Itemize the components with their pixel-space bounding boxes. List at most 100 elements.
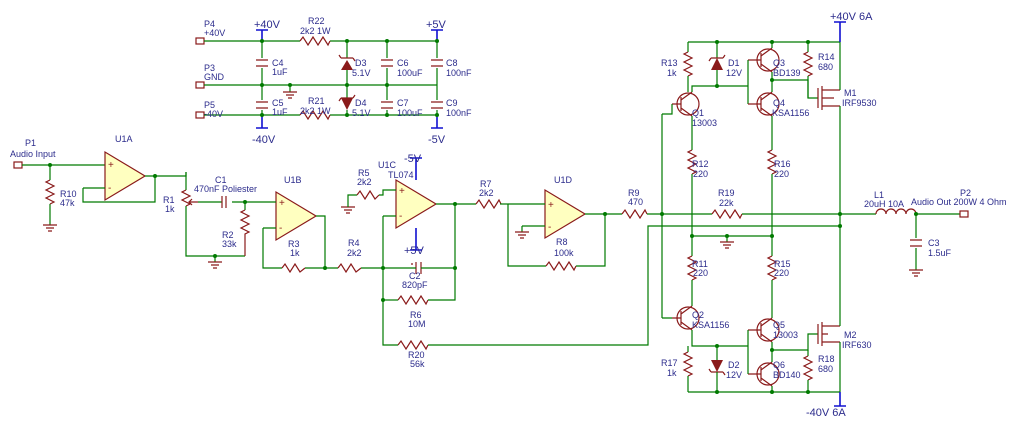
label-r5: R5 [358, 168, 370, 178]
u1a-plus: + [108, 160, 114, 171]
label-r14: R14 [818, 52, 835, 62]
label-p3: P3 [204, 63, 215, 73]
connector-p1 [13, 161, 23, 169]
value-p1: Audio Input [10, 149, 56, 159]
label-r17: R17 [661, 358, 678, 368]
value-r3: 1k [290, 248, 300, 258]
label-r19: R19 [718, 188, 735, 198]
value-r8: 100k [554, 248, 574, 258]
u1a-minus: - [108, 183, 111, 194]
label-plus40v: +40V [254, 19, 281, 31]
label-r2: R2 [222, 230, 234, 240]
u1d-stage [507, 114, 876, 318]
value-p2: Audio Out 200W 4 Ohm [911, 197, 1007, 207]
label-c5: C5 [272, 98, 284, 108]
label-plus40v-6a: +40V 6A [830, 11, 873, 23]
label-d3: D3 [355, 58, 367, 68]
value-q1: 13003 [692, 118, 717, 128]
value-d3: 5.1V [352, 68, 371, 78]
value-q6: BD140 [773, 370, 801, 380]
value-r11: 220 [693, 268, 708, 278]
value-p4: +40V [204, 28, 225, 38]
value-r12: 220 [693, 169, 708, 179]
label-r22: R22 [308, 16, 325, 26]
label-q2: Q2 [692, 310, 704, 320]
label-c7: C7 [397, 98, 409, 108]
label-c4: C4 [272, 58, 284, 68]
connector-p2 [959, 210, 969, 218]
value-c1: 470nF Poliester [194, 184, 257, 194]
label-r13: R13 [661, 58, 678, 68]
label-c8: C8 [446, 58, 458, 68]
value-r9: 470 [628, 197, 643, 207]
value-q5: 13003 [773, 330, 798, 340]
label-c2: C2 [409, 271, 421, 281]
label-r20: R20 [408, 350, 425, 360]
value-r19: 22k [719, 198, 734, 208]
label-u1b: U1B [284, 175, 302, 185]
value-c4: 1uF [272, 67, 288, 77]
connector-p4 [195, 37, 205, 45]
label-r11: R11 [692, 259, 708, 269]
label-r16: R16 [774, 159, 791, 169]
value-m2: IRF630 [842, 340, 872, 350]
value-d4: 5.1V [352, 108, 371, 118]
value-c7: 100uF [397, 108, 423, 118]
value-r17: 1k [667, 368, 677, 378]
value-q2: KSA1156 [692, 320, 729, 330]
label-r12: R12 [692, 159, 709, 169]
value-d1: 12V [726, 68, 742, 78]
label-c3: C3 [928, 238, 940, 248]
label-r9: R9 [628, 188, 640, 198]
value-r6: 10M [408, 319, 426, 329]
value-c2: 820pF [402, 280, 428, 290]
value-c9: 100nF [446, 108, 472, 118]
value-p5: -40V [204, 109, 223, 119]
label-p2: P2 [960, 188, 971, 198]
u1d-plus: + [548, 200, 554, 211]
value-r15: 220 [774, 268, 789, 278]
opamp-u1a [104, 150, 147, 202]
label-l1: L1 [874, 190, 884, 200]
connector-p5 [195, 111, 205, 119]
label-d4: D4 [355, 98, 367, 108]
label-c9: C9 [446, 98, 458, 108]
label-u1c: U1C [378, 160, 397, 170]
value-r10: 47k [60, 198, 75, 208]
value-m1: IRF9530 [842, 98, 877, 108]
value-l1: 20uH 10A [864, 199, 904, 209]
value-r7: 2k2 [479, 188, 494, 198]
label-r4: R4 [348, 238, 360, 248]
opamp-u1c [395, 178, 438, 230]
u1b-minus: - [279, 223, 282, 234]
opamp-u1d [544, 188, 587, 240]
label-r15: R15 [774, 259, 791, 269]
label-c1: C1 [215, 175, 227, 185]
label-opamp-minus5v: -5V [404, 153, 422, 165]
label-r8: R8 [556, 237, 568, 247]
connector-p3 [195, 81, 205, 89]
value-r14: 680 [818, 62, 833, 72]
value-d2: 12V [726, 370, 742, 380]
label-q6: Q6 [773, 360, 785, 370]
output-stage [662, 21, 969, 407]
label-r1: R1 [163, 195, 175, 205]
label-m2: M2 [844, 330, 857, 340]
label-minus40v: -40V [252, 134, 276, 146]
value-c6: 100uF [397, 68, 423, 78]
label-p1: P1 [25, 138, 36, 148]
label-d2: D2 [728, 360, 740, 370]
value-r18: 680 [818, 364, 833, 374]
u1b-plus: + [279, 198, 285, 209]
value-r1: 1k [165, 204, 175, 214]
label-plus5v: +5V [426, 19, 447, 31]
value-c8: 100nF [446, 68, 472, 78]
value-c5: 1uF [272, 107, 288, 117]
label-r10: R10 [60, 189, 77, 199]
label-c6: C6 [397, 58, 409, 68]
label-minus40v-6a: -40V 6A [806, 407, 846, 419]
label-r21: R21 [308, 96, 325, 106]
label-r7: R7 [480, 179, 492, 189]
label-p4: P4 [204, 19, 215, 29]
